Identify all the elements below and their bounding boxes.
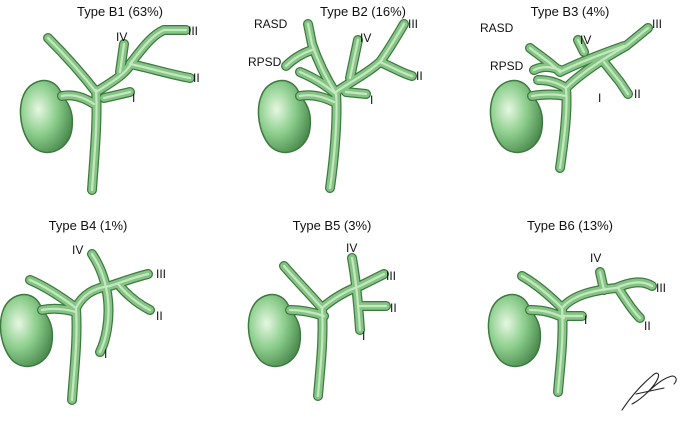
label-rasd: RASD	[254, 17, 288, 31]
label-i: I	[362, 329, 365, 343]
bile-ducts	[281, 19, 417, 193]
label-ii: II	[416, 69, 423, 83]
label-ii: II	[644, 319, 651, 333]
duct-segment	[284, 22, 414, 190]
panel-type-b2: Type B2 (16%) RASD RPSD IV III II I	[248, 4, 423, 193]
label-i: I	[598, 91, 601, 105]
bile-ducts	[279, 253, 391, 401]
panel-title: Type B1 (63%)	[77, 4, 163, 19]
label-rasd: RASD	[480, 21, 514, 35]
panel-title: Type B4 (1%)	[49, 218, 128, 233]
panel-type-b4: Type B4 (1%) IV III II I	[0, 218, 166, 405]
duct-segment	[528, 26, 650, 170]
panel-title: Type B2 (16%)	[320, 4, 406, 19]
label-i: I	[104, 347, 107, 361]
label-iv: IV	[580, 33, 591, 47]
bile-ducts	[25, 249, 155, 405]
bile-ducts	[517, 267, 657, 397]
label-iii: III	[652, 17, 662, 31]
label-rpsd: RPSD	[490, 59, 524, 73]
label-iv: IV	[590, 251, 601, 265]
label-iii: III	[156, 267, 166, 281]
label-ii: II	[390, 301, 397, 315]
panel-type-b5: Type B5 (3%) IV III II I	[247, 218, 397, 401]
panel-title: Type B5 (3%)	[293, 218, 372, 233]
bile-ducts	[43, 25, 195, 195]
panel-type-b3: Type B3 (4%) RASD RPSD IV III II I	[480, 4, 662, 173]
label-ii: II	[634, 87, 641, 101]
label-iv: IV	[346, 241, 357, 255]
label-i: I	[132, 91, 135, 105]
label-iii: III	[656, 281, 666, 295]
panel-type-b6: Type B6 (13%) IV III II I	[487, 218, 666, 397]
label-i: I	[370, 93, 373, 107]
label-rpsd: RPSD	[248, 55, 282, 69]
label-iii: III	[386, 269, 396, 283]
label-iv: IV	[72, 243, 83, 257]
duct-segment	[282, 256, 388, 398]
panel-title: Type B6 (13%)	[527, 218, 613, 233]
label-iii: III	[188, 24, 198, 38]
label-ii: II	[156, 309, 163, 323]
label-iv: IV	[116, 30, 127, 44]
panel-type-b1: Type B1 (63%) IV III II I	[19, 4, 200, 195]
label-iv: IV	[360, 31, 371, 45]
label-ii: II	[193, 71, 200, 85]
label-iii: III	[408, 17, 418, 31]
label-i: I	[584, 313, 587, 327]
bile-ducts	[525, 23, 653, 173]
panel-title: Type B3 (4%)	[531, 4, 610, 19]
duct-segment	[46, 28, 192, 192]
duct-segment	[520, 270, 654, 394]
artist-signature-icon	[621, 372, 677, 411]
duct-segment	[28, 252, 152, 402]
